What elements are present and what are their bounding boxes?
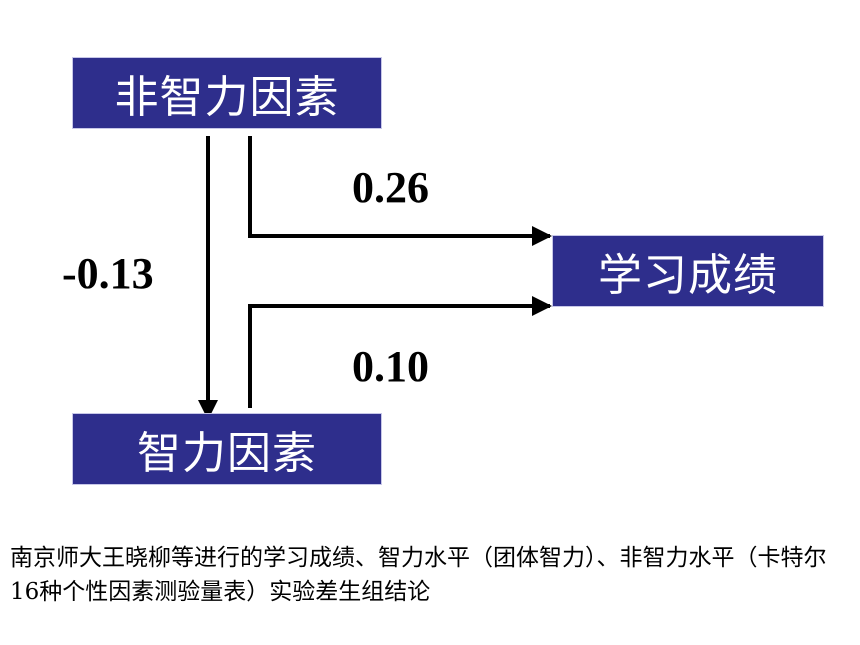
node-non-intellectual-factors: 非智力因素 [72, 57, 382, 129]
coefficient-nonintel-to-intel: -0.13 [62, 249, 154, 298]
node-academic-score: 学习成绩 [552, 235, 824, 307]
coefficient-nonintel-to-score: 0.26 [352, 163, 429, 212]
node-label: 学习成绩 [598, 250, 778, 301]
node-intellectual-factors: 智力因素 [72, 413, 382, 485]
caption-text: 南京师大王晓柳等进行的学习成绩、智力水平（团体智力）、非智力水平（卡特尔16种个… [10, 545, 827, 605]
arrow-nonintel-to-score [248, 136, 552, 246]
arrow-intel-to-score [248, 296, 552, 408]
coefficient-intel-to-score: 0.10 [352, 342, 429, 391]
node-label: 非智力因素 [114, 72, 340, 123]
node-label: 智力因素 [137, 428, 317, 479]
